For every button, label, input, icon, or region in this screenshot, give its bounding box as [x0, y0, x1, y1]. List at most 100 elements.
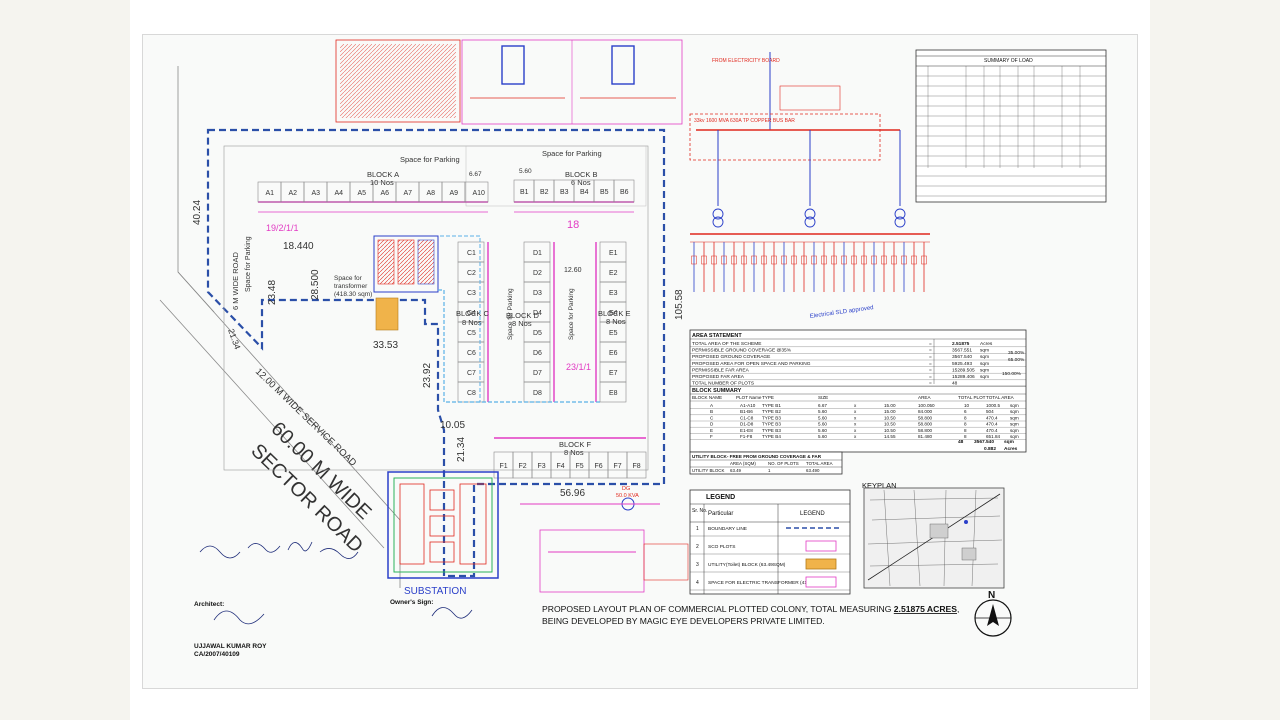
sld-notes: Electrical SLD approved	[809, 305, 874, 320]
legend-row-sr: 4	[696, 580, 699, 586]
block-summary-cell: 5.60	[818, 415, 827, 420]
project-title-line2: BEING DEVELOPED BY MAGIC EYE DEVELOPERS …	[542, 616, 825, 626]
utility-header: TOTAL AREA	[806, 461, 833, 466]
block-b-count: 6 Nos	[571, 178, 591, 187]
block-summary-cell: sqm	[1010, 434, 1019, 439]
right-margin	[1150, 0, 1280, 720]
dim-23-92: 23.92	[422, 363, 433, 388]
block-c-plot-label: C4	[467, 310, 476, 317]
legend-row-sr: 1	[696, 526, 699, 532]
block-summary-cell: 10.50	[884, 428, 896, 433]
block-d-plot-label: D2	[533, 270, 542, 277]
block-summary-cell: TYPE B4	[762, 434, 781, 439]
dimensions: 18.440 23.48 28.500 33.53 23.92 10.05 21…	[266, 219, 685, 499]
blocks-cde-labels: BLOCK C 8 Nos BLOCK D 8 Nos BLOCK E 8 No…	[245, 236, 631, 340]
block-a-plot-A10	[464, 181, 489, 203]
owner-label: Owner's Sign:	[390, 599, 433, 606]
area-row-eq: =	[929, 342, 932, 347]
load-summary-rows	[916, 66, 1106, 197]
block-summary-cell: sqm	[1010, 428, 1019, 433]
block-summary-cell: 6.67	[818, 403, 827, 408]
block-summary-cell: 10.50	[884, 422, 896, 427]
block-f-name: BLOCK F	[559, 440, 592, 449]
block-summary-cell: F1-F8	[740, 434, 753, 439]
area-statement: AREA STATEMENT 35.00% 65.00% 150.00%	[689, 329, 1027, 453]
substation: SUBSTATION	[387, 471, 499, 597]
signature-area: Architect: UJJAWAL KUMAR ROY CA/2007/401…	[194, 541, 473, 658]
block-d-plot-label: D7	[533, 370, 542, 377]
block-summary-cell: 10.50	[884, 415, 896, 420]
block-e-plot-label: E7	[609, 370, 618, 377]
block-summary-cell: x	[854, 434, 857, 439]
block-c-plot-label: C2	[467, 270, 476, 277]
block-c-plot-label: C3	[467, 290, 476, 297]
area-row-value: 15289.406	[952, 374, 975, 380]
block-summary-cell: B	[710, 409, 713, 414]
block-c-count: 8 Nos	[462, 318, 482, 327]
area-row-eq: =	[929, 382, 932, 387]
legend-hdr-legend: LEGEND	[800, 511, 825, 517]
left-margin	[0, 0, 130, 720]
block-f-plot-label: F2	[519, 463, 527, 470]
area-row-unit: sqm	[980, 375, 989, 380]
area-row-label: PERMISSIBLE FAR AREA	[692, 367, 750, 373]
block-summary-header: SIZE	[818, 395, 828, 400]
road-label-6m: 6 M WIDE ROAD	[231, 251, 240, 310]
block-summary-header: TOTAL AREA	[986, 395, 1015, 400]
block-summary-cell: 8	[964, 415, 967, 420]
block-summary-cell: x	[854, 422, 857, 427]
block-f-plot-label: F1	[500, 463, 508, 470]
area-row-unit: Acres	[980, 341, 993, 347]
block-d-plot-label: D6	[533, 350, 542, 357]
dim-21-34-a: 21.34	[226, 327, 243, 351]
site-boundary	[206, 128, 666, 578]
block-summary-cell: 84.000	[918, 409, 932, 414]
schedule-red-block	[335, 39, 461, 123]
block-summary-cell: C1-C8	[740, 415, 754, 420]
area-row-eq: =	[929, 368, 932, 373]
north-label: N	[988, 590, 995, 601]
block-summary-cell: 100.050	[918, 403, 935, 408]
legend-swatch	[805, 576, 837, 588]
sld-incoming: FROM ELECTRICITY BOARD	[712, 58, 780, 64]
block-c-name: BLOCK C	[456, 309, 490, 318]
block-summary-cell: 58.800	[918, 428, 932, 433]
block-a-plot-label: A9	[450, 190, 459, 197]
block-summary-cell: 470.4	[986, 415, 998, 420]
block-summary-cell: x	[854, 403, 857, 408]
area-row-unit: sqm	[980, 368, 989, 373]
substation-label: SUBSTATION	[404, 586, 466, 597]
block-summary-cell: 5.60	[818, 422, 827, 427]
area-row-label: PERMISSIBLE GROUND COVERAGE @35%	[692, 348, 792, 354]
block-d-plot-label: D3	[533, 290, 542, 297]
block-total-acres: 0.882	[984, 446, 996, 452]
utility-cell: UTILITY BLOCK	[692, 468, 724, 473]
block-summary-cell: 15.00	[884, 409, 896, 414]
block-a-name: BLOCK A	[367, 170, 399, 179]
block-summary-cell: TYPE B3	[762, 415, 781, 420]
legend-title: LEGEND	[706, 494, 735, 501]
area-percent-1: 35.00%	[1008, 350, 1025, 356]
keyplan-title: KEYPLAN	[862, 481, 897, 490]
block-b-dim: 5.60	[519, 168, 532, 175]
block-summary-cell: 504	[986, 409, 994, 414]
dg-panel: DG 50.0 KVA	[520, 486, 689, 593]
block-e-plot-label: E4	[609, 310, 618, 317]
dim-21-34-b: 21.34	[456, 437, 467, 462]
block-summary-cell: TYPE B2	[762, 409, 781, 414]
block-a-plot-label: A5	[358, 190, 367, 197]
area-row-value: 2.51875	[952, 341, 970, 347]
block-d-plot-label: D4	[533, 310, 542, 317]
block-summary-cell: C	[710, 415, 714, 420]
legend-row-particular: SCO PLOTS	[708, 544, 735, 550]
area-row-eq: =	[929, 349, 932, 354]
block-e-plot-E8	[599, 381, 627, 403]
khasra-19-2-1-1: 19/2/1/1	[266, 223, 299, 233]
block-summary-header: BLOCK NAME	[692, 395, 722, 400]
